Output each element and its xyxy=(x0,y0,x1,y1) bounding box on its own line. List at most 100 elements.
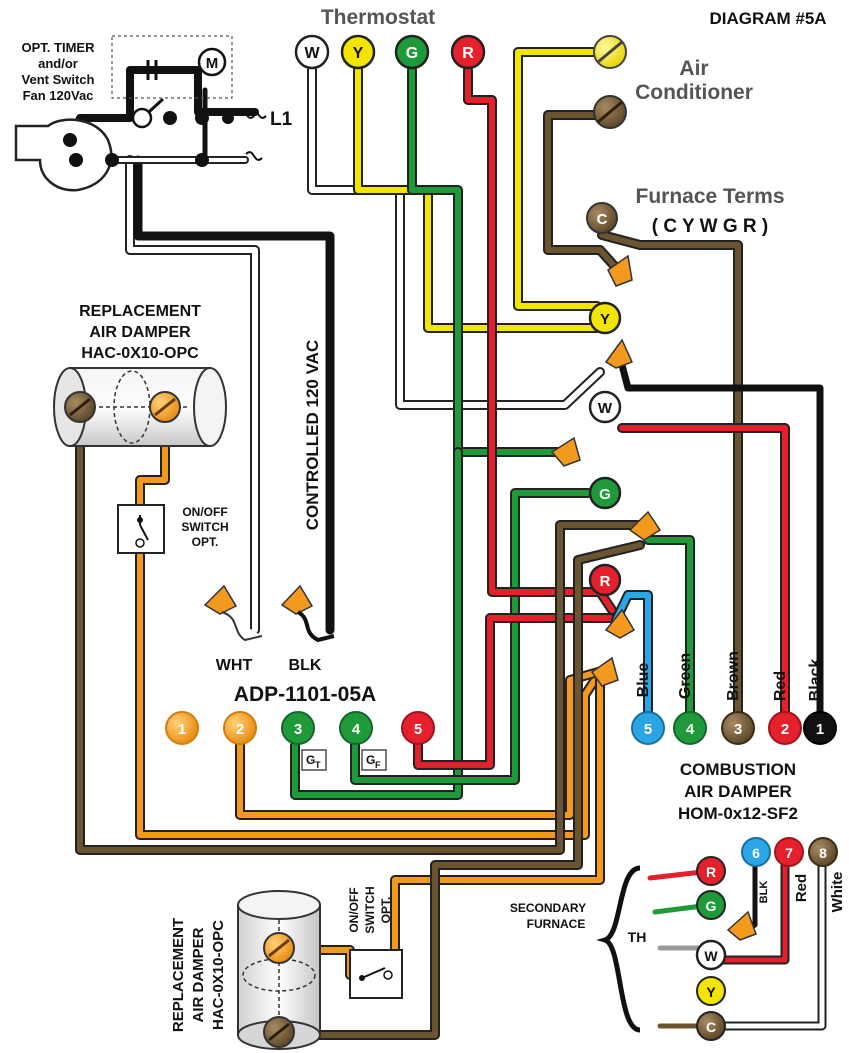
timer-label-line4: Fan 120Vac xyxy=(23,88,94,103)
terminal-label: 2 xyxy=(236,721,244,738)
motor-label: M xyxy=(206,55,219,72)
wire-break-icon xyxy=(237,109,267,119)
gt-label-sub: T xyxy=(315,760,321,770)
junction-icon xyxy=(195,111,209,125)
fan-terminal-icon xyxy=(69,153,83,167)
junction-icon xyxy=(222,112,234,124)
switch-top-line2: SWITCH xyxy=(181,520,228,534)
terminal-label: Y xyxy=(706,984,716,1000)
secondary-terminal-y: Y xyxy=(696,976,726,1006)
replacement-damper-bottom: REPLACEMENT AIR DAMPER HAC-0X10-OPC xyxy=(170,890,321,1050)
damper-bottom-label-line1: REPLACEMENT xyxy=(170,918,187,1032)
gt-label-main: G xyxy=(306,753,315,767)
secondary-label-line1: SECONDARY xyxy=(510,901,586,915)
capacitor-icon xyxy=(146,60,158,80)
damper-top-label-line3: HAC-0X10-OPC xyxy=(81,345,199,362)
secondary-terminal-6: 6 xyxy=(741,837,771,867)
wire-label-brown: Brown xyxy=(725,651,742,701)
switch-box-icon xyxy=(349,949,403,999)
combustion-terminal-3: 3 xyxy=(721,711,755,745)
secondary-furnace: SECONDARY FURNACE TH R G W Y C 6 xyxy=(510,837,846,1041)
wire-nut-icon xyxy=(590,656,619,687)
switch-bottom-line2: SWITCH xyxy=(363,886,377,933)
red-wire-label: Red xyxy=(793,874,810,902)
combustion-terminal-1: 1 xyxy=(803,711,837,745)
adp-terminal-4: 4 xyxy=(339,711,373,745)
wire-red-adp-5 xyxy=(413,613,615,770)
terminal-label: 3 xyxy=(734,721,742,738)
wire-black-combustion xyxy=(618,361,824,716)
wire-black-controlled xyxy=(133,155,335,635)
combustion-label-line1: COMBUSTION xyxy=(680,760,796,779)
ac-brown-screw-icon xyxy=(593,95,627,129)
terminal-label: 1 xyxy=(178,721,186,738)
wire-orange-damper-top xyxy=(135,405,605,840)
furnace-terminal-c: C xyxy=(586,202,618,234)
wire-label-black: Black xyxy=(807,659,824,702)
white-wire-label: White xyxy=(829,872,846,913)
junction-icon xyxy=(195,153,209,167)
damper-top-label-line2: AIR DAMPER xyxy=(89,324,191,341)
terminal-label: G xyxy=(706,898,717,914)
gf-label: G F xyxy=(361,749,387,771)
terminal-label: 3 xyxy=(294,721,302,738)
wire-nut-icon xyxy=(550,436,581,467)
terminal-label: 1 xyxy=(816,721,824,738)
wire-red-combustion xyxy=(617,423,790,717)
terminal-label: 7 xyxy=(785,845,793,861)
timer-label-line3: Vent Switch xyxy=(22,72,95,87)
furnace-terms: Furnace Terms ( C Y W G R ) C Y W G R xyxy=(550,185,785,687)
junction-icon xyxy=(163,111,177,125)
wire-brown-ac xyxy=(543,110,623,275)
secondary-label-line2: FURNACE xyxy=(527,917,586,931)
terminal-label: R xyxy=(462,45,474,62)
replacement-damper-top: REPLACEMENT AIR DAMPER HAC-0X10-OPC xyxy=(53,303,227,447)
combustion-damper: Blue Green Brown Red Black 5 4 3 2 1 COM… xyxy=(631,651,837,823)
terminal-label: W xyxy=(598,400,613,417)
terminal-label: C xyxy=(597,211,608,228)
switch-top: ON/OFF SWITCH OPT. xyxy=(117,504,229,554)
brace-icon xyxy=(596,865,641,1033)
terminal-label: 5 xyxy=(414,721,422,738)
terminal-label: 8 xyxy=(819,845,827,861)
secondary-terminal-7: 7 xyxy=(774,837,804,867)
air-conditioner: Air Conditioner xyxy=(593,35,753,129)
furnace-title: Furnace Terms xyxy=(636,185,785,208)
adp-model-label: ADP-1101-05A xyxy=(234,683,376,706)
combustion-terminal-2: 2 xyxy=(768,711,802,745)
adp-terminal-3: 3 xyxy=(281,711,315,745)
timer-label-line2: and/or xyxy=(38,56,78,71)
blk-label: BLK xyxy=(289,657,322,674)
combustion-terminal-4: 4 xyxy=(673,711,707,745)
controlled-120-vac-label: CONTROLLED 120 VAC xyxy=(303,340,322,531)
switch-bottom: ON/OFF SWITCH OPT. xyxy=(347,886,403,999)
wht-label: WHT xyxy=(216,657,253,674)
wire-nut-icon xyxy=(280,584,314,615)
wire-green-furnace-g xyxy=(350,488,593,785)
fan-terminal-icon xyxy=(105,153,119,167)
terminal-label: 2 xyxy=(781,721,789,738)
wire-nut-icon xyxy=(604,338,634,369)
wire-nut-icon xyxy=(726,910,757,941)
terminal-label: 5 xyxy=(644,721,652,738)
wire-blue-combustion xyxy=(611,590,653,717)
wire-nut-icon xyxy=(203,584,238,615)
secondary-terminal-c: C xyxy=(696,1011,726,1041)
furnace-terminal-g: G xyxy=(588,476,622,510)
thermostat-terminal-r: R xyxy=(450,34,486,70)
gf-label-sub: F xyxy=(375,760,381,770)
secondary-terminal-8: 8 xyxy=(808,837,838,867)
terminal-label: G xyxy=(599,486,611,503)
damper-cylinder-icon xyxy=(237,890,321,1050)
wire-white-thermostat-w xyxy=(307,65,605,410)
wire-nut-icon xyxy=(607,254,633,287)
wire-nut-icon xyxy=(628,510,662,541)
motor-icon: M xyxy=(197,47,227,77)
damper-bottom-label-line2: AIR DAMPER xyxy=(190,927,207,1022)
terminal-label: 6 xyxy=(752,845,760,861)
switch-bottom-line1: ON/OFF xyxy=(347,887,361,932)
wire-label-red: Red xyxy=(772,671,789,701)
terminal-label: 4 xyxy=(686,721,695,738)
adp-terminal-5: 5 xyxy=(401,711,435,745)
terminal-label: W xyxy=(704,948,718,964)
